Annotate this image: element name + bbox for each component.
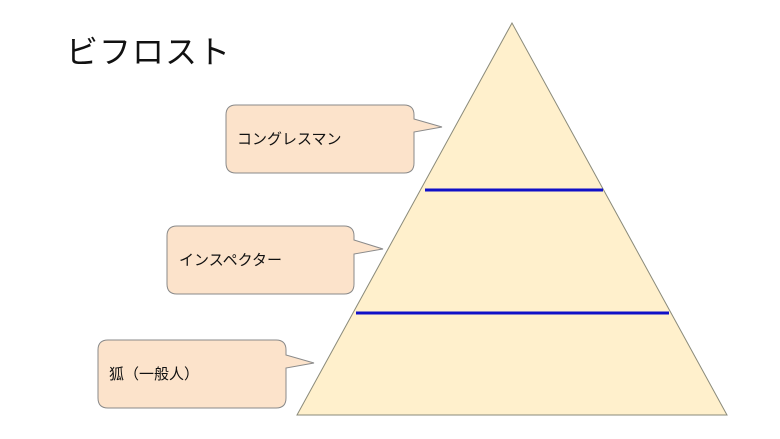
callout-label-bottom: 狐（一般人） — [109, 365, 200, 383]
callout-bubble-middle — [166, 225, 384, 295]
pyramid-triangle — [296, 21, 728, 416]
callout-bubble-top — [225, 104, 443, 174]
callout-label-top: コングレスマン — [237, 130, 342, 148]
diagram-title: ビフロスト — [66, 33, 232, 71]
callout-bubble-bottom — [97, 339, 315, 409]
callout-label-middle: インスペクター — [179, 251, 283, 269]
